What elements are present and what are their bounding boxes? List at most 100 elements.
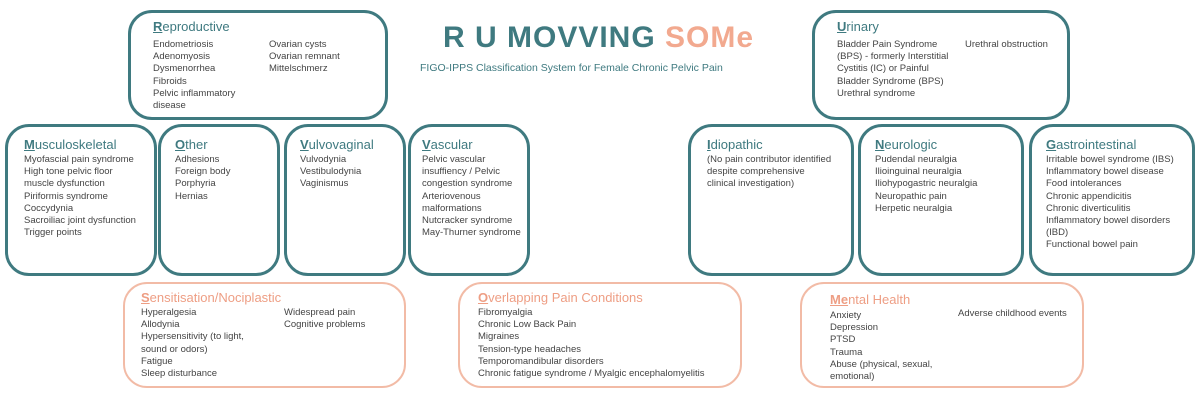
item-list: (No pain contributor identified despite … <box>707 154 835 191</box>
list-item: Porphyria <box>175 178 216 190</box>
list-item: Food intolerances <box>1046 178 1122 190</box>
list-item: Urethral obstruction <box>965 39 1048 50</box>
category-title: Reproductive <box>153 19 230 34</box>
list-item: Hyperalgesia <box>141 307 197 318</box>
list-item: Irritable bowel syndrome (IBS) <box>1046 154 1174 165</box>
list-item: Chronic Low Back Pain <box>478 319 577 331</box>
category-title: Urinary <box>837 19 879 34</box>
list-item: Ovarian cysts <box>269 39 327 50</box>
category-title: Idiopathic <box>707 137 763 152</box>
item-list: Adverse childhood events <box>958 308 1068 320</box>
list-item: Migraines <box>478 331 520 343</box>
list-item: Neuropathic pain <box>875 190 947 202</box>
list-item: Coccydynia <box>24 202 74 214</box>
category-title: Vascular <box>422 137 473 152</box>
list-item: Chronic diverticulitis <box>1046 202 1131 214</box>
list-item: Ovarian remnant <box>269 51 340 63</box>
list-item: Inflammatory bowel disease <box>1046 166 1164 178</box>
category-box-musculoskeletal: Musculoskeletal Myofascial pain syndrome… <box>5 124 157 276</box>
list-item: Foreign body <box>175 166 231 178</box>
list-item: Mittelschmerz <box>269 63 328 75</box>
list-item: Ilioinguinal neuralgia <box>875 166 962 178</box>
list-item: Adverse childhood events <box>958 308 1067 319</box>
list-item: Vulvodynia <box>300 154 347 165</box>
list-item: High tone pelvic floor muscle dysfunctio… <box>24 166 113 190</box>
list-item: Temporomandibular disorders <box>478 355 604 367</box>
category-box-gastrointestinal: Gastrointestinal Irritable bowel syndrom… <box>1029 124 1195 276</box>
list-item: Adenomyosis <box>153 51 211 63</box>
list-item: Trauma <box>830 346 863 358</box>
diagram-title: R U MOVVING SOMe <box>443 21 755 54</box>
list-item: Functional bowel pain <box>1046 239 1138 251</box>
category-title: Mental Health <box>830 292 911 307</box>
list-item: Pelvic vascular insuffiency / Pelvic con… <box>422 154 513 190</box>
list-item: Vestibulodynia <box>300 166 362 178</box>
list-item: Fatigue <box>141 355 173 367</box>
list-item: Vaginismus <box>300 178 349 190</box>
category-title: Other <box>175 137 208 152</box>
list-item: Urethral syndrome <box>837 87 916 99</box>
item-list: Irritable bowel syndrome (IBS)Inflammato… <box>1046 154 1191 252</box>
list-item: Nutcracker syndrome <box>422 215 513 227</box>
list-item: Depression <box>830 322 879 334</box>
category-title: Vulvovaginal <box>300 137 374 152</box>
list-item: Chronic fatigue syndrome / Myalgic encep… <box>478 368 705 380</box>
category-title: Overlapping Pain Conditions <box>478 290 643 305</box>
list-item: Anxiety <box>830 310 862 321</box>
list-item: Trigger points <box>24 227 82 239</box>
list-item: (No pain contributor identified despite … <box>707 154 832 190</box>
list-item: Chronic appendicitis <box>1046 190 1132 202</box>
list-item: Sacroiliac joint dysfunction <box>24 215 136 227</box>
list-item: Hernias <box>175 190 208 202</box>
category-title: Neurologic <box>875 137 938 152</box>
category-box-overlapping: Overlapping Pain Conditions Fibromyalgia… <box>458 282 742 388</box>
list-item: Hypersensitivity (to light, sound or odo… <box>141 331 244 355</box>
list-item: Arteriovenous malformations <box>422 190 482 214</box>
list-item: Adhesions <box>175 154 220 165</box>
list-item: Fibromyalgia <box>478 307 533 318</box>
list-item: Widespread pain <box>284 307 356 318</box>
category-box-vascular: Vascular Pelvic vascular insuffiency / P… <box>408 124 530 276</box>
list-item: Piriformis syndrome <box>24 190 108 202</box>
list-item: Sleep disturbance <box>141 368 218 380</box>
list-item: Tension-type headaches <box>478 343 581 355</box>
category-box-idiopathic: Idiopathic (No pain contributor identifi… <box>688 124 854 276</box>
list-item: Abuse (physical, sexual, emotional) <box>830 358 933 383</box>
list-item: Cognitive problems <box>284 319 366 331</box>
list-item: Inflammatory bowel disorders (IBD) <box>1046 215 1171 239</box>
list-item: Iliohypogastric neuralgia <box>875 178 978 190</box>
item-list: Bladder Pain Syndrome (BPS) - formerly I… <box>837 39 959 100</box>
list-item: Bladder Pain Syndrome (BPS) - formerly I… <box>837 39 949 87</box>
item-list: Urethral obstruction <box>965 39 1065 51</box>
list-item: Pelvic inflammatory disease <box>153 87 236 112</box>
category-box-urinary: Urinary Bladder Pain Syndrome (BPS) - fo… <box>812 10 1070 120</box>
list-item: Endometriosis <box>153 39 214 50</box>
item-list: Pelvic vascular insuffiency / Pelvic con… <box>422 154 526 239</box>
diagram-subtitle: FIGO-IPPS Classification System for Fema… <box>420 62 723 74</box>
list-item: Pudendal neuralgia <box>875 154 957 165</box>
list-item: Dysmenorrhea <box>153 63 216 75</box>
list-item: Fibroids <box>153 75 187 87</box>
list-item: May-Thurner syndrome <box>422 227 521 239</box>
category-title: Musculoskeletal <box>24 137 117 152</box>
list-item: Myofascial pain syndrome <box>24 154 134 165</box>
list-item: Allodynia <box>141 319 180 331</box>
list-item: Herpetic neuralgia <box>875 202 953 214</box>
list-item: PTSD <box>830 334 856 346</box>
category-title: Gastrointestinal <box>1046 137 1137 152</box>
